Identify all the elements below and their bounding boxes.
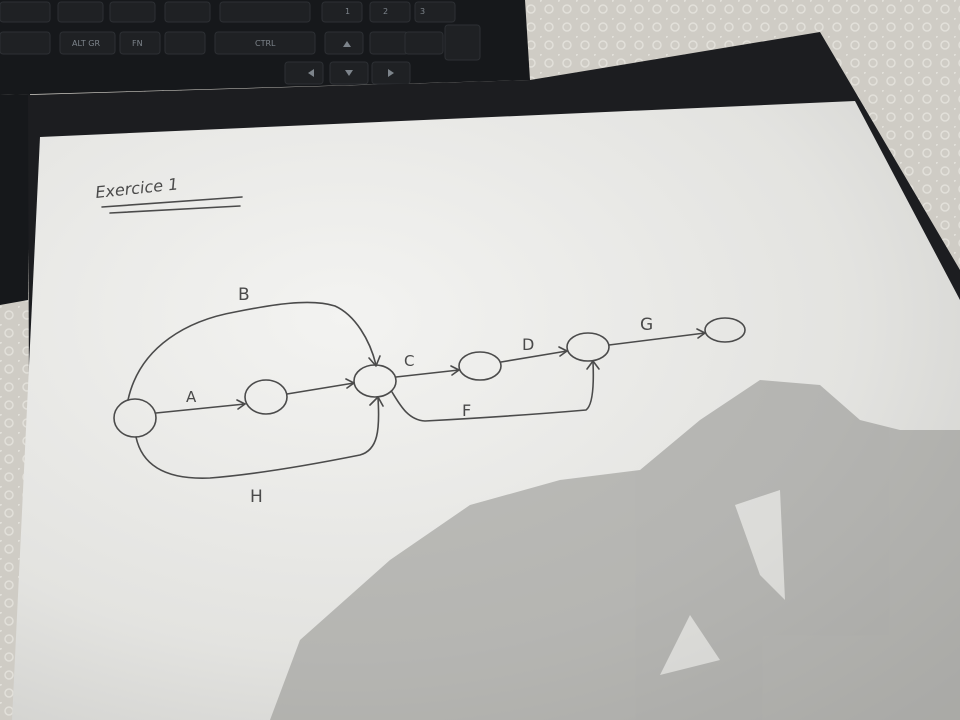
edge-label-g: G — [640, 315, 653, 335]
arrow-up-key-glyph — [343, 41, 351, 47]
edge-d-arrowhead — [558, 346, 568, 357]
node-2 — [244, 379, 288, 415]
arrow-right-key-glyph — [388, 69, 394, 77]
edge-a-arrowhead — [236, 399, 246, 410]
arrow-left-key-glyph — [308, 69, 314, 77]
edge-label-d: D — [522, 335, 534, 354]
edge-h-arrowhead — [369, 396, 384, 407]
edge-label-a: A — [186, 388, 197, 406]
key-label-altgr: ALT GR — [72, 39, 100, 48]
key-label-2: 2 — [383, 7, 388, 16]
edge-c-line — [395, 369, 460, 378]
edge-h-line — [135, 397, 380, 479]
edge-dummy-arrowhead — [345, 378, 355, 389]
laptop-keyboard: ALT GR FN CTRL 1 2 3 — [0, 0, 530, 305]
network-diagram: A B C D F G H — [113, 285, 746, 507]
node-1 — [113, 398, 157, 438]
title-underline-1 — [101, 196, 243, 208]
edge-f-arrowhead — [586, 360, 600, 370]
title-underline-2 — [109, 205, 241, 214]
edge-g-arrowhead — [696, 328, 706, 339]
edge-dummy-line — [286, 382, 355, 395]
edge-label-f: F — [462, 401, 471, 420]
edge-label-b: B — [238, 285, 250, 305]
edge-d-line — [500, 350, 568, 363]
node-6 — [704, 317, 746, 343]
edge-label-c: C — [404, 352, 414, 370]
edge-g-line — [608, 332, 706, 346]
key-label-3: 3 — [420, 7, 425, 16]
edge-b-arrowhead — [368, 355, 381, 367]
edge-b-line — [127, 301, 377, 401]
edge-a-line — [155, 403, 246, 414]
edge-c-arrowhead — [450, 365, 460, 376]
hand-shadow — [270, 380, 960, 720]
key-label-fn: FN — [132, 39, 143, 48]
arrow-down-key-glyph — [345, 70, 353, 76]
key-label-ctrl: CTRL — [255, 39, 276, 48]
key-label-1: 1 — [345, 7, 350, 16]
node-4 — [458, 351, 502, 381]
edge-f-line — [391, 361, 595, 422]
node-5 — [566, 332, 610, 362]
edge-label-h: H — [250, 487, 263, 507]
